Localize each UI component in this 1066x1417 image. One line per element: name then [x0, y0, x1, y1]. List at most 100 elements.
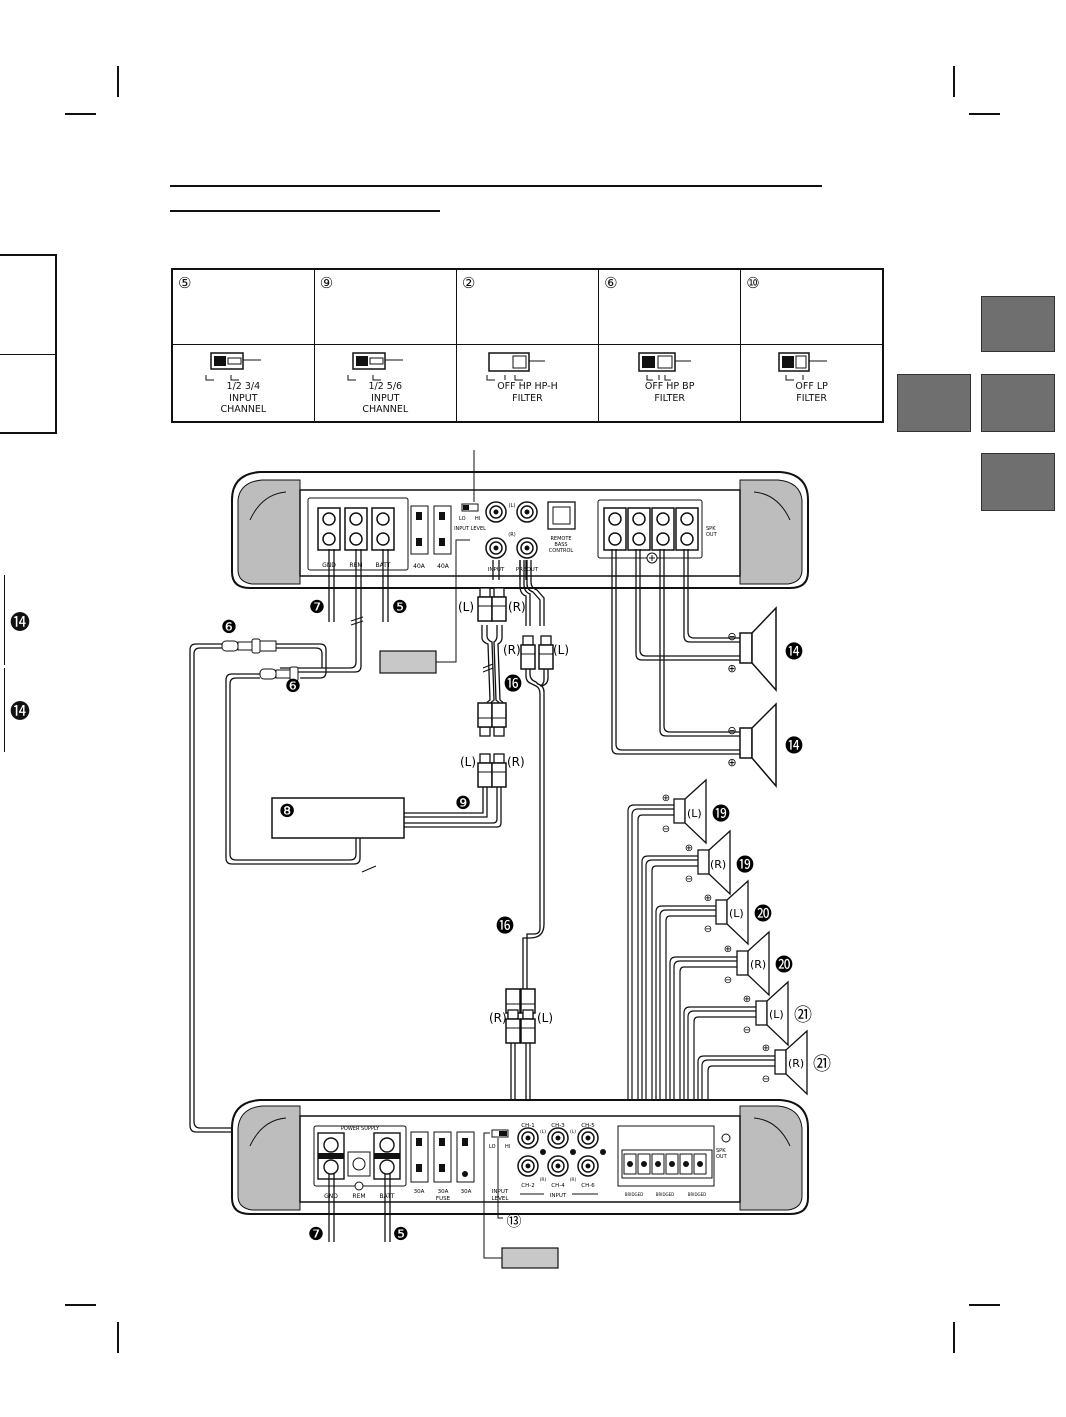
rca-label: (L) — [460, 755, 476, 769]
hi-label: HI — [475, 516, 480, 522]
plus-icon: ⊕ — [662, 793, 670, 804]
crop-mark — [117, 66, 119, 97]
hi-label: HI — [505, 1144, 510, 1150]
rca-r-label: (R) — [570, 1177, 577, 1183]
rca-label: (R) — [508, 600, 526, 614]
side-callout: ⓮ — [10, 699, 30, 723]
rca-l-label: (L) — [570, 1129, 576, 1135]
callout-16: ⓰ — [504, 674, 522, 695]
callout-8: ❽ — [279, 801, 295, 822]
bridged-label: BRIDGED — [625, 1192, 644, 1197]
multi-speaker-wires — [627, 804, 775, 1150]
switch-title: FILTER — [796, 393, 827, 404]
bullet-connector — [221, 638, 277, 654]
crop-mark — [65, 1304, 96, 1306]
title-rule-short — [170, 210, 440, 212]
spk-out-label: OUT — [706, 532, 718, 538]
rca-l-label: (L) — [509, 503, 516, 509]
section-tab — [981, 296, 1055, 352]
rca-label: (R) — [489, 1011, 507, 1025]
slide-switch-icon — [347, 352, 403, 381]
channel-label: CH-6 — [581, 1183, 595, 1189]
power-supply-label: POWER SUPPLY — [341, 1126, 380, 1132]
minus-icon: ⊖ — [727, 630, 736, 643]
lo-label: LO — [489, 1144, 496, 1150]
switch-options: 1/2 3/4 — [226, 381, 261, 392]
callout-21: ㉑ — [813, 1054, 831, 1075]
callout-20: ⓴ — [754, 904, 772, 925]
rca-label: (R) — [507, 755, 525, 769]
switch-header-cell: ② — [455, 268, 600, 345]
switch-number: ⑥ — [604, 274, 618, 292]
crop-mark — [969, 113, 1000, 115]
callout-19: ⓳ — [736, 855, 754, 876]
plus-icon: ⊕ — [762, 1043, 770, 1054]
crop-mark — [953, 1322, 955, 1353]
callout-21: ㉑ — [794, 1005, 812, 1026]
spk-out-label: OUT — [716, 1154, 728, 1160]
speaker-label: (L) — [729, 907, 744, 920]
input-level-label: INPUT LEVEL — [454, 526, 486, 532]
switch-title: CHANNEL — [362, 404, 409, 415]
switch-number: ⑤ — [178, 274, 192, 292]
remote-label: BASS — [554, 542, 567, 548]
callout-14: ⓮ — [785, 736, 803, 757]
bullet-connector — [259, 666, 299, 682]
channel-label: CH-3 — [551, 1123, 565, 1129]
callout-16: ⓰ — [496, 916, 514, 937]
callout-13: ⑬ — [506, 1212, 521, 1230]
speaker-label: (L) — [769, 1008, 784, 1021]
crop-mark — [953, 66, 955, 97]
top-amp-power-wires — [328, 549, 389, 628]
switch-title: CHANNEL — [220, 404, 267, 415]
input-level-label: LEVEL — [492, 1196, 510, 1202]
callout-7: ❼ — [308, 1224, 324, 1245]
batt-label: BATT — [380, 1193, 395, 1200]
switch-title: FILTER — [654, 393, 685, 404]
remote-label: CONTROL — [549, 548, 574, 554]
speaker-icon — [739, 606, 777, 692]
callout-5: ❺ — [392, 597, 408, 618]
callout-20: ⓴ — [775, 955, 793, 976]
plus-icon: ⊕ — [727, 662, 736, 675]
label-box — [501, 1247, 559, 1269]
callout-5: ❺ — [393, 1224, 409, 1245]
plus-icon: ⊕ — [727, 756, 736, 769]
fuse-label: 30A — [414, 1189, 425, 1195]
rca-cable-preout — [519, 560, 549, 992]
lo-label: LO — [459, 516, 466, 522]
channel-label: CH-5 — [581, 1123, 595, 1129]
top-speaker-wires — [611, 549, 752, 755]
plus-icon: ⊕ — [704, 893, 712, 904]
side-callout: ⓮ — [10, 610, 30, 634]
slide-switch-icon — [778, 352, 828, 381]
rca-r-label: (R) — [508, 532, 515, 538]
plus-icon: ⊕ — [685, 843, 693, 854]
bottom-amplifier: POWER SUPPLY GND REM BATT 30A 30A FUSE 3… — [231, 1099, 809, 1215]
rca-l-label: (L) — [540, 1129, 546, 1135]
polarity-marks: ⊕⊖ ⊕⊖ ⊕⊖ ⊕⊖ ⊕⊖ ⊕⊖ — [662, 793, 770, 1085]
rca-r-label: (R) — [540, 1177, 547, 1183]
switch-header-cell: ⑤ — [171, 268, 315, 345]
top-amplifier: GND REM BATT 40A 40A LO HI INPUT LEVEL (… — [231, 471, 809, 589]
remote-label: REMOTE — [550, 536, 571, 542]
wiring-diagram: GND REM BATT 40A 40A LO HI INPUT LEVEL (… — [189, 450, 831, 1269]
crop-mark — [969, 1304, 1000, 1306]
minus-icon: ⊖ — [685, 874, 693, 885]
switch-number: ② — [461, 274, 476, 292]
switch-title: FILTER — [512, 393, 543, 404]
callout-6: ❻ — [221, 617, 237, 638]
fuse-label: 40A — [413, 563, 426, 570]
minus-icon: ⊖ — [724, 975, 732, 986]
minus-icon: ⊖ — [762, 1074, 770, 1085]
switch-number: ⑨ — [319, 274, 334, 292]
speaker-icon — [739, 702, 777, 789]
crop-mark — [65, 113, 96, 115]
switch-options: OFF LP — [795, 381, 828, 392]
callout-9: ❾ — [455, 793, 471, 814]
rca-label: (L) — [537, 1011, 553, 1025]
plus-icon: ⊕ — [743, 994, 751, 1005]
